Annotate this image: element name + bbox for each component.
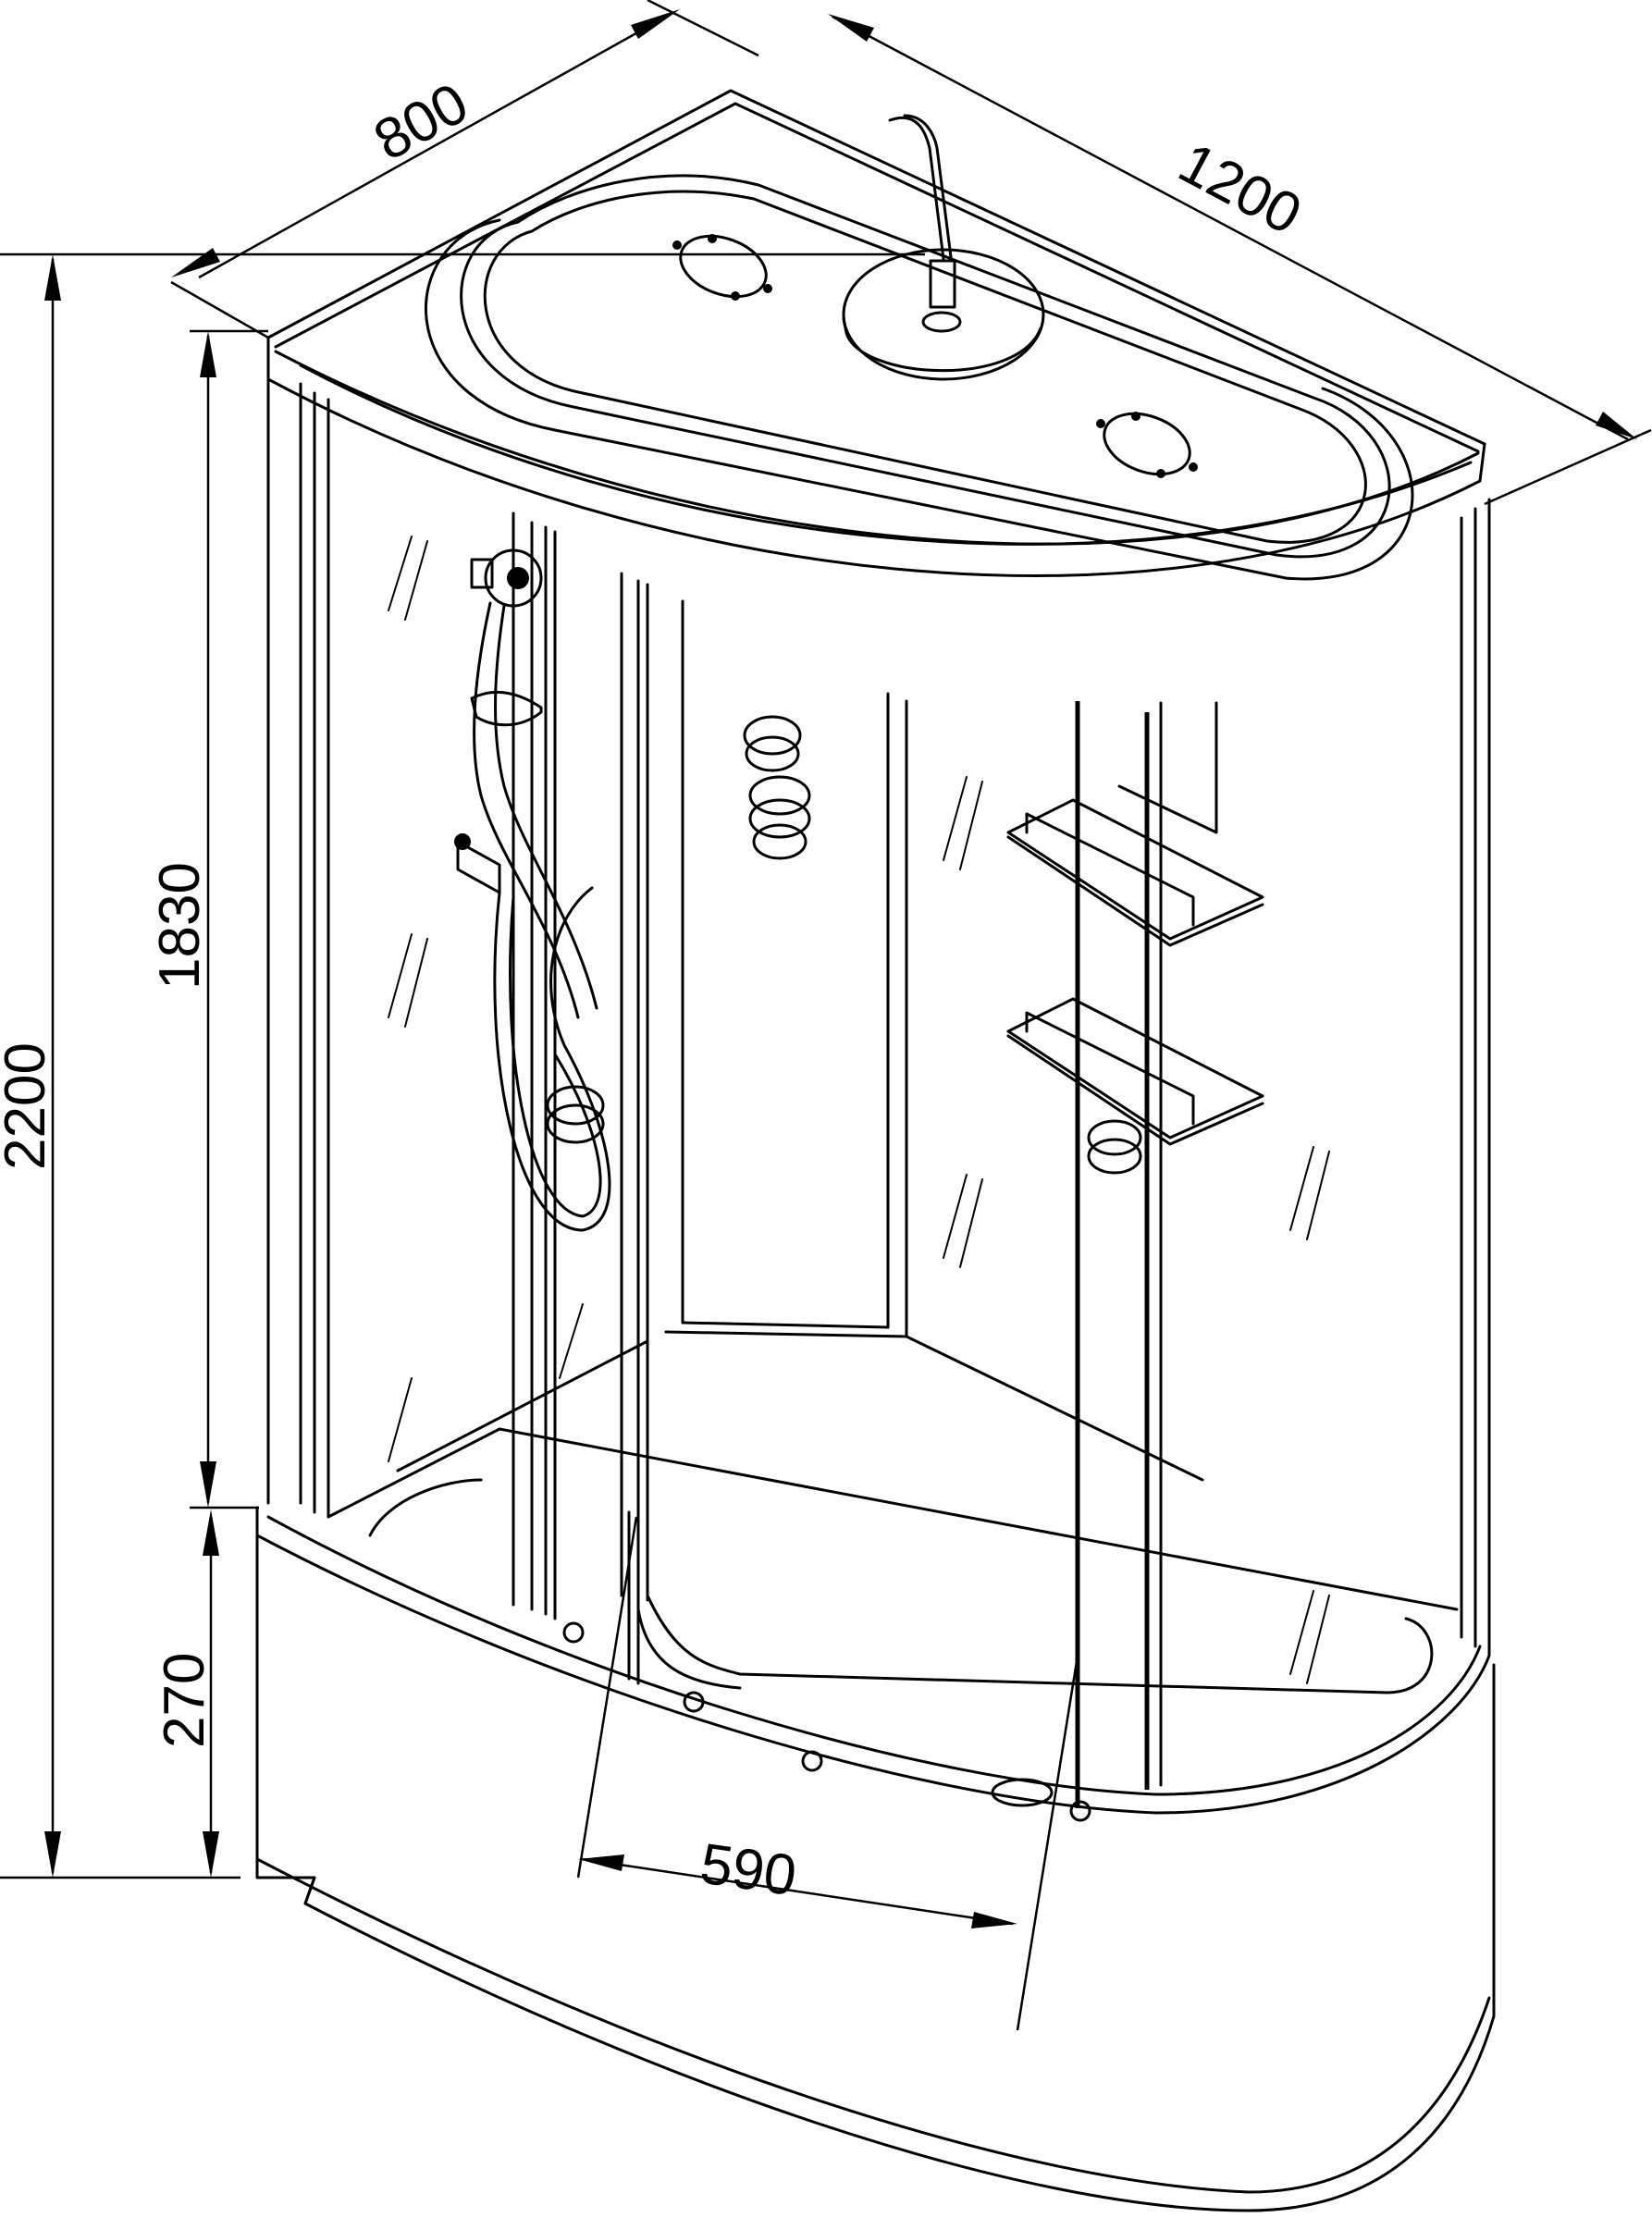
shower-tray: [327, 1427, 1459, 1822]
rain-shower-head: [842, 114, 1045, 381]
tray-apron: [255, 1506, 1496, 2212]
dimension-1830: 1830: [148, 329, 268, 1509]
dimension-label-1200: 1200: [1168, 130, 1311, 247]
back-panel: [396, 511, 1204, 1620]
dimension-590: 590: [576, 1516, 1079, 2031]
glass-shelves: [1006, 798, 1264, 1146]
dimension-label-1830: 1830: [148, 862, 212, 990]
roof-vent-right: [1096, 412, 1198, 478]
dimension-2200: 2200: [0, 253, 925, 1879]
dimension-800: 800: [170, 0, 759, 339]
back-wall-jets: [743, 715, 811, 860]
side-wall-jets: [546, 1085, 1142, 1175]
glass-reflections: [388, 536, 1330, 1684]
hand-shower: [454, 548, 598, 1019]
sliding-doors: [627, 498, 1491, 1808]
dimension-label-270: 270: [153, 1653, 216, 1748]
dimension-label-2200: 2200: [0, 1042, 57, 1170]
roof-panel: [266, 89, 1486, 581]
dimension-label-800: 800: [364, 71, 478, 174]
left-frame: [266, 336, 330, 1519]
roof-vent-left: [672, 234, 772, 301]
shower-hose: [493, 886, 611, 1232]
dimension-270: 270: [153, 1509, 219, 1878]
dimension-label-590: 590: [697, 1832, 800, 1909]
